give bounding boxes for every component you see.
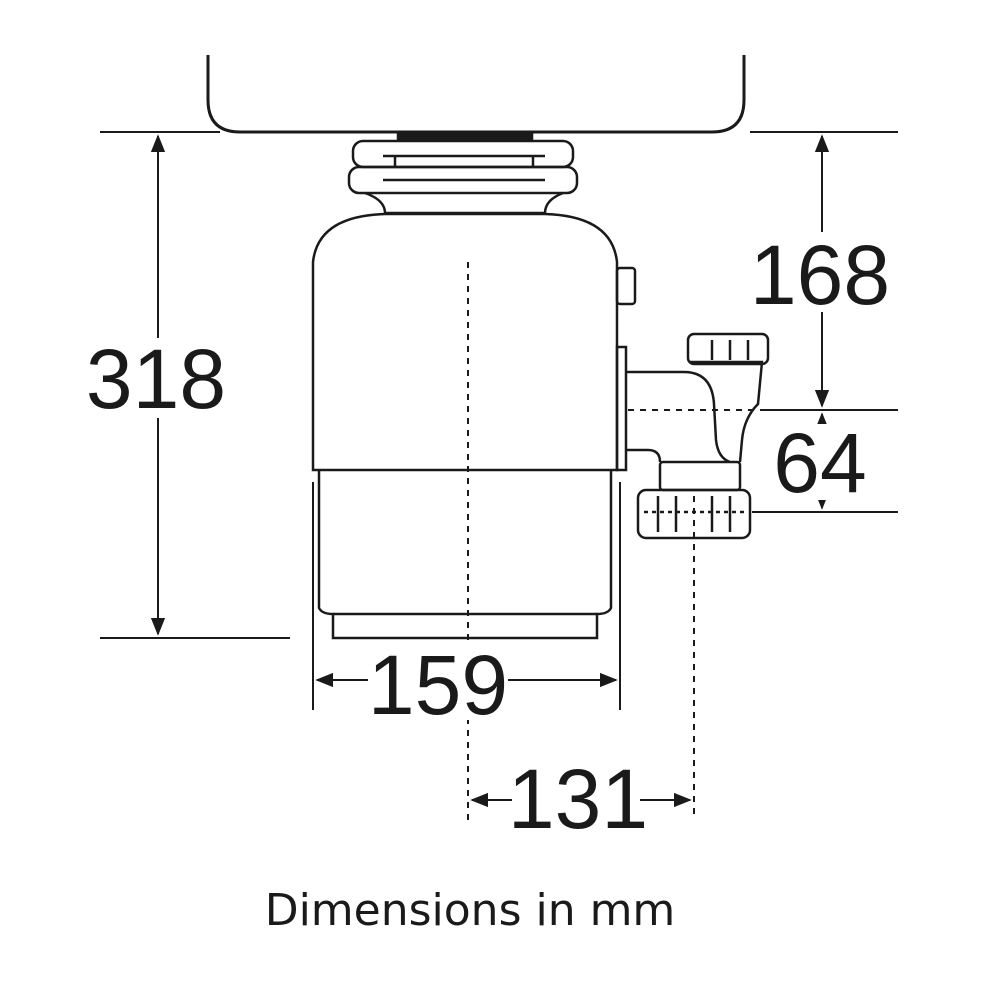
dimension-168-label: 168 (750, 228, 890, 322)
dimension-64: 64 (768, 412, 872, 510)
dimension-159: 159 (315, 638, 618, 732)
dimension-318-label: 318 (86, 332, 226, 426)
sink-bowl-outline (206, 55, 746, 134)
grinding-chamber (317, 470, 613, 640)
discharge-outlet (626, 332, 770, 540)
dimension-168: 168 (745, 134, 895, 408)
dimension-64-label: 64 (773, 416, 866, 510)
dimension-159-label: 159 (368, 638, 508, 732)
mounting-collar (347, 131, 579, 215)
caption: Dimensions in mm (265, 885, 676, 936)
disposer-body (311, 212, 637, 472)
extension-lines (100, 131, 898, 710)
dimension-318: 318 (86, 134, 226, 636)
dimension-131: 131 (470, 752, 692, 846)
dimension-131-label: 131 (508, 752, 648, 846)
